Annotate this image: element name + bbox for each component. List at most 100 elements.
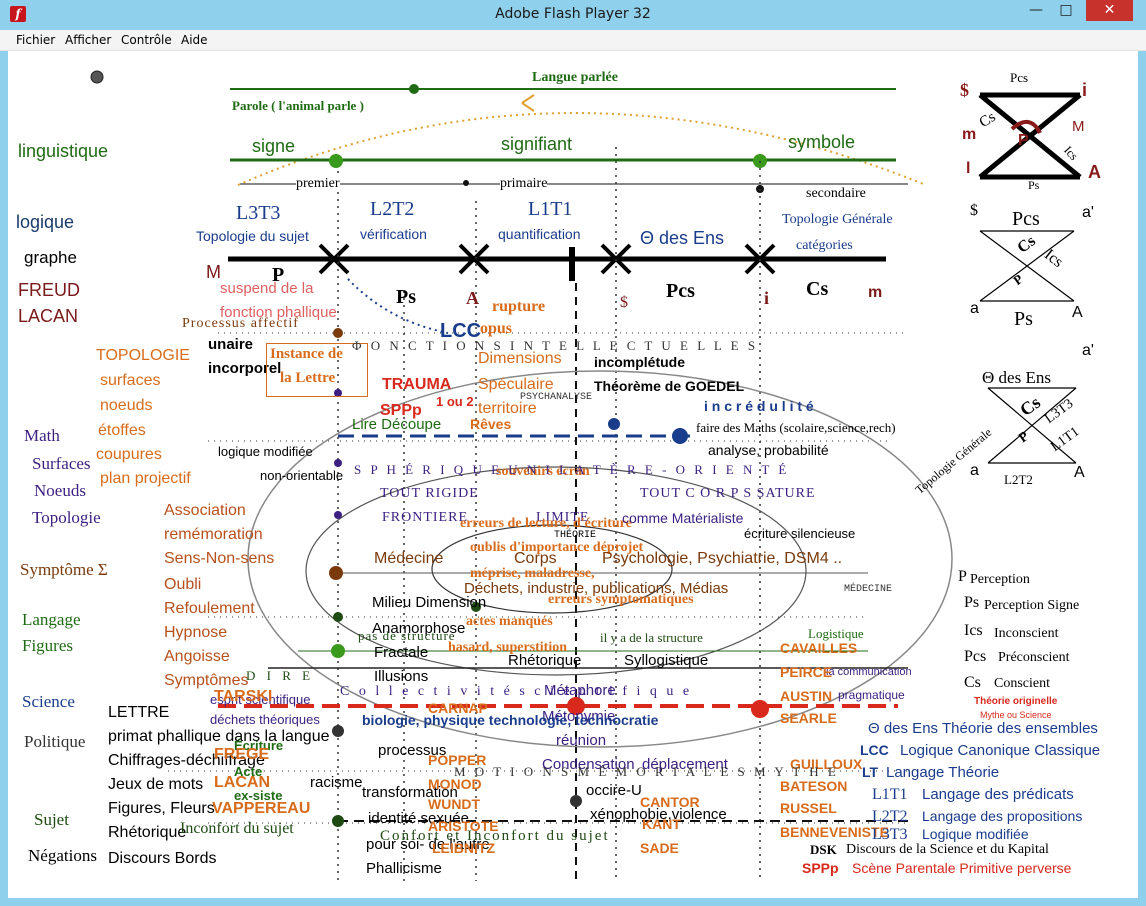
person-bateson: BATESON (780, 778, 848, 794)
person-leibniz: LEIBNITZ (432, 840, 495, 856)
minimize-button[interactable]: — (1029, 2, 1043, 18)
inconfort-label: Inconfort du sujet (180, 820, 294, 837)
legend-abbr-ics: Ics (964, 622, 983, 639)
fig2-A: A (1072, 304, 1083, 321)
dechets-label: Déchets, industrie, publications, Médias (464, 580, 729, 597)
xenophobie-label: xénophobie,violence (590, 806, 727, 823)
langue-parlee-label: Langue parlée (532, 70, 618, 85)
fig3-l2t2: L2T2 (1004, 472, 1033, 487)
rupture-label: rupture (492, 298, 546, 315)
quantification-label: quantification (498, 226, 581, 242)
rhetorique2-label: Rhétorique (508, 652, 582, 669)
topo-generale-label: Topologie Générale (782, 212, 893, 227)
discours-bords-label: Discours Bords (108, 850, 217, 867)
noeuds-label: noeuds (100, 397, 153, 414)
signifiant-label: signifiant (501, 134, 573, 154)
faire-maths-label: faire des Maths (scolaire,science,rech) (696, 420, 896, 435)
phallicisme-label: Phallicisme (366, 860, 442, 877)
legend-dsk: Discours de la Science et du Kapital (846, 842, 1049, 857)
psychologie-label: Psychologie, Psychiatrie, DSM4 .. (602, 550, 843, 567)
legend-abbr-lcc: LCC (860, 742, 889, 758)
logique-modifiee-label: logique modifiée (218, 444, 313, 459)
legend-perception: Perception (970, 572, 1030, 587)
oublis-importance-label: oublis d'importance déprojet (470, 540, 644, 555)
menu-fichier[interactable]: Fichier (16, 33, 56, 47)
legend-abbr-p: P (958, 568, 967, 585)
rememoration-label: remémoration (164, 526, 263, 543)
suspend-label: suspend de la (220, 280, 314, 297)
condensation-label: Condensation (542, 756, 635, 773)
verification-label: vérification (360, 226, 427, 242)
theorie-label: THÉORIE (554, 530, 597, 541)
limite-label: LIMITE (536, 510, 590, 525)
legend-l3t3: Logique modifiée (922, 826, 1029, 842)
person-peirce: PEIRCE (780, 664, 833, 680)
legend-abbr-l3t3: L3T3 (872, 826, 908, 843)
legend-l1t1: Langage des prédicats (922, 786, 1074, 803)
coupures-label: coupures (96, 446, 162, 463)
confort-label: Confort et Inconfort du sujet (380, 828, 610, 844)
person-searle: SEARLE (780, 710, 837, 726)
opus-label: opus (480, 320, 513, 337)
legend-abbr-cs: Cs (964, 674, 981, 691)
menu-controle[interactable]: Contrôle (121, 33, 172, 47)
axis-ps: Ps (396, 286, 416, 308)
axis-cs: Cs (806, 278, 829, 300)
esprit-scientifique-label: esprit scientifique (210, 692, 311, 707)
menu-afficher[interactable]: Afficher (65, 33, 112, 47)
symptome-label: Symptôme Σ (20, 560, 108, 579)
sppp-center-label: SPPp (380, 402, 422, 419)
legend-abbr-l1t1: L1T1 (872, 786, 908, 803)
window-title: Adobe Flash Player 32 (495, 6, 651, 22)
person-tarski: TARSKI (214, 688, 273, 705)
legend-sppp: Scène Parentale Primitive perverse (852, 860, 1072, 876)
menu-aide[interactable]: Aide (181, 33, 208, 47)
person-cavailles: CAVAILLES (780, 640, 858, 656)
fig3-a-prime: a' (1082, 342, 1094, 359)
person-cantor: CANTOR (640, 794, 700, 810)
schema-l-figure (978, 92, 1082, 180)
fig1-m: m (962, 126, 977, 143)
legend-abbr-theta: Θ des Ens (868, 720, 939, 737)
person-monod: MONOD (428, 776, 482, 792)
racisme-label: racisme (310, 774, 363, 791)
anamorphose-label: Anamorphose (372, 620, 466, 637)
fig2-s-barre: $ (970, 202, 978, 219)
fig3-theta: Θ des Ens (982, 368, 1051, 387)
person-russel: RUSSEL (780, 800, 837, 816)
maximize-button[interactable]: □ (1059, 2, 1073, 18)
legend-conscient: Conscient (994, 676, 1050, 691)
unaire-label: unaire (208, 336, 254, 353)
legend-abbr-dsk: DSK (810, 842, 837, 857)
fig1-pcs: Pcs (1010, 70, 1029, 85)
instance-label: Instance de (270, 346, 343, 362)
axis-m-right: m (868, 284, 883, 301)
premier-label: premier (296, 176, 340, 191)
transformation-label: transformation (362, 784, 458, 801)
secondaire-label: secondaire (806, 186, 866, 201)
association-label: Association (164, 502, 246, 519)
dechets-theoriques-label: déchets théoriques (210, 712, 320, 727)
negations-label: Négations (28, 846, 97, 865)
topologie2-label: Topologie (32, 508, 101, 527)
milieu-dimension-label: Milieu Dimension (372, 594, 487, 611)
illusions-label: Illusions (374, 668, 429, 685)
legend-abbr-sppp: SPPp (802, 860, 839, 876)
flash-app-icon: f (10, 6, 26, 22)
window-frame-right (1138, 51, 1146, 906)
ex-siste-label: ex-siste (234, 788, 283, 803)
window-frame-left (0, 51, 8, 906)
legend-theorie-originelle: Théorie originelle (974, 696, 1058, 707)
fig1-l: l (966, 160, 971, 177)
occire-label: occire-U (586, 782, 642, 799)
fig1-A: A (1088, 162, 1101, 182)
syllogistique-label: Syllogistique (624, 652, 709, 669)
hasard-superstition-label: hasard, superstition (448, 640, 568, 655)
middle-ellipse (305, 466, 807, 676)
topo-sujet-label: Topologie du sujet (196, 228, 309, 244)
close-button[interactable]: ✕ (1086, 0, 1133, 21)
science-label: Science (22, 692, 75, 711)
window-titlebar[interactable]: f Adobe Flash Player 32 — □ ✕ (0, 0, 1146, 30)
territoire-label: territoire (478, 400, 537, 417)
erreurs-symptomatiques-label: erreurs symptomatiques (548, 592, 694, 607)
